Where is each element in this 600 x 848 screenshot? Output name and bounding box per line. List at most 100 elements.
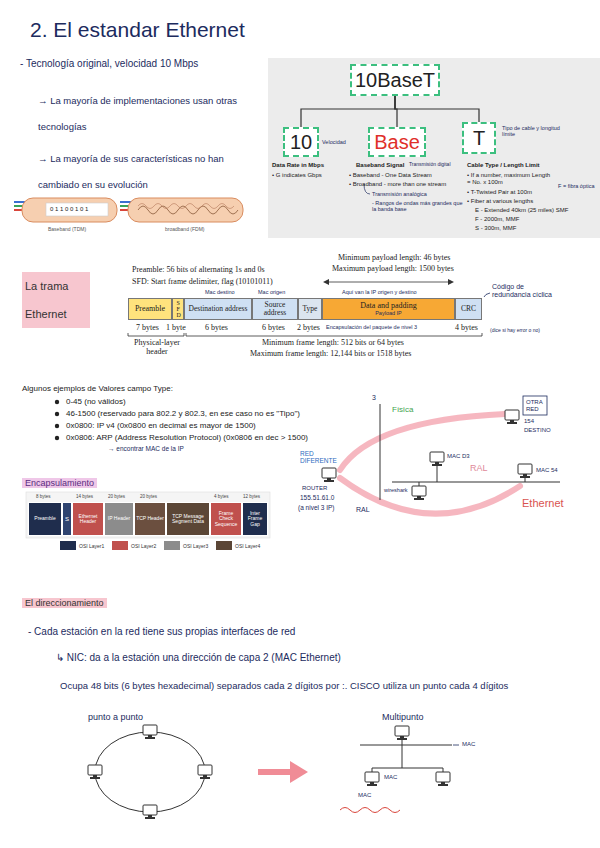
multipoint-sketch — [453, 745, 459, 746]
note-text: 14 bytes — [76, 494, 93, 499]
legend-swatch — [216, 541, 232, 550]
frame-field: Data and paddingPayload IP — [322, 298, 455, 320]
note-text: wireshark — [384, 487, 408, 493]
note-text: - Tecnología original, velocidad 10 Mbps — [20, 58, 198, 70]
box-text: Type — [303, 305, 318, 313]
legend-swatch — [164, 541, 180, 550]
box-text: Preamble — [34, 516, 55, 522]
tree-child-box: T — [462, 122, 496, 154]
note-text: Minimum frame length: 512 bits or 64 byt… — [262, 338, 404, 347]
note-text: Data Rate in Mbps — [272, 162, 324, 169]
note-text: Minimum payload length: 46 bytes — [338, 253, 450, 262]
legend-item: OSI Layer2 — [112, 541, 156, 550]
note-text: OTRA RED — [526, 399, 546, 413]
broadband-cable — [138, 204, 234, 209]
note-text: 0x0806: ARP (Address Resolution Protocol… — [66, 433, 308, 442]
note-text: 155.51.61.0 — [300, 494, 334, 501]
note-text: Ocupa 48 bits (6 bytes hexadecimal) sepa… — [60, 681, 595, 692]
encap-field: TCP Header — [134, 502, 166, 536]
note-text: Baseband Signal — [356, 162, 404, 169]
frame-annotations — [327, 282, 450, 283]
note-text: MAC — [384, 774, 397, 781]
legend-text: OSI Layer1 — [79, 543, 104, 549]
frame-annotations — [484, 293, 490, 297]
point-to-point-sketch — [143, 725, 157, 739]
note-text: • If a number, maximum Length = No. x 10… — [467, 172, 555, 186]
note-text: Encapsulación del paquete de nivel 3 — [326, 324, 417, 330]
note-text: Tipo de cable y longitud límite — [502, 125, 574, 138]
encap-field: Preamble — [28, 502, 62, 536]
encap-field: TCP Message Segment Data — [166, 502, 210, 536]
frame-field: Source address — [252, 298, 298, 320]
legend-swatch — [60, 541, 76, 550]
note-text: SFD: Start frame delimiter, flag (101010… — [132, 277, 273, 286]
multipoint-sketch — [443, 768, 444, 772]
note-text: 6 bytes — [262, 323, 285, 332]
note-text: Mac origen — [258, 289, 285, 295]
note-text: Multipunto — [382, 712, 424, 722]
note-text: 154 — [524, 418, 534, 425]
legend-item: OSI Layer1 — [60, 541, 104, 550]
note-text: 0-45 (no válidos) — [66, 397, 126, 406]
point-to-point-sketch — [198, 765, 212, 779]
note-text: • Baseband - One Data Stream — [349, 172, 432, 179]
note-text: Transmisión digital — [409, 162, 451, 168]
box-text: CRC — [461, 305, 476, 313]
note-text: 12 bytes — [243, 494, 260, 499]
note-text: 1 byte — [166, 323, 186, 332]
multipoint-sketch — [365, 772, 379, 786]
multipoint-sketch — [372, 768, 373, 772]
list-bullets — [55, 424, 59, 428]
box-text: Data and padding — [360, 302, 416, 311]
box-text: S — [65, 516, 69, 523]
box-text: TCP Message Segment Data — [168, 514, 208, 525]
tree-root-box: 10BaseT — [350, 64, 440, 96]
encapsulation-frame — [26, 492, 270, 538]
note-text: • Broadband - more than one stream — [349, 181, 446, 188]
network-sketch — [525, 478, 526, 482]
point-to-point-sketch — [95, 732, 205, 812]
network-sketch — [340, 414, 505, 470]
note-text: 46-1500 (reservado para 802.2 y 802.3, e… — [66, 409, 300, 418]
network-sketch — [505, 410, 519, 424]
tree-connector — [301, 96, 395, 127]
legend-text: OSI Layer4 — [235, 543, 260, 549]
note-text: • T-Twisted Pair at 100m — [467, 189, 532, 196]
note-text: → encontrar MAC de la IP — [108, 445, 184, 452]
broadband-cable — [120, 198, 243, 222]
note-text: Ethernet — [522, 497, 564, 510]
network-sketch — [380, 404, 381, 500]
list-bullets — [55, 400, 59, 404]
10baset-panel — [268, 58, 600, 238]
note-text: 8 bytes — [36, 494, 51, 499]
box-text: Destination address — [189, 305, 248, 313]
note-text: → La mayoría de implementaciones usan ot… — [38, 88, 263, 140]
box-text: IP Header — [108, 516, 130, 522]
box-text: Inter Frame Gap — [244, 511, 266, 528]
note-text: Preamble: 56 bits of alternating 1s and … — [132, 265, 265, 274]
box-text: Base — [374, 131, 420, 153]
10baset-panel — [268, 58, 600, 238]
note-text: Maximum frame length: 12,144 bits or 151… — [250, 349, 411, 358]
list-bullets — [55, 400, 59, 440]
multipoint-sketch — [402, 740, 403, 768]
point-to-point-sketch — [88, 765, 102, 779]
box-text: T — [473, 127, 485, 149]
note-text: F = fibra óptica — [558, 183, 596, 189]
note-text: Mac destino — [205, 289, 235, 295]
transition-arrow — [258, 769, 292, 775]
frame-annotations — [128, 333, 184, 336]
note-text: - Cada estación en la red tiene sus prop… — [28, 626, 295, 638]
note-text: MAC D3 — [447, 453, 470, 460]
note-text: 4 bytes — [455, 323, 478, 332]
note-text: Baseband (TDM) — [48, 227, 86, 233]
box-text: Ethernet Header — [74, 514, 102, 525]
note-text: (a nivel 3 IP) — [298, 504, 335, 511]
box-text: Source address — [254, 301, 296, 318]
note-text: 7 bytes — [136, 323, 159, 332]
frame-annotations — [448, 279, 454, 285]
tree-connector — [395, 96, 479, 122]
tree-child-box: Base — [368, 127, 426, 157]
multipoint-sketch — [395, 726, 409, 740]
multipoint-sketch — [340, 808, 400, 813]
